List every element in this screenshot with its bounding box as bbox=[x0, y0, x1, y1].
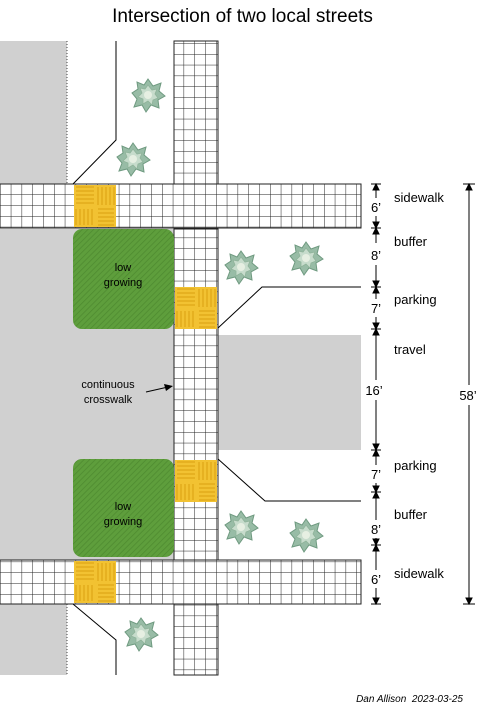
shrub-icon bbox=[289, 518, 324, 553]
shrub-icon bbox=[131, 78, 166, 113]
label-buffer-bottom: buffer bbox=[394, 507, 428, 522]
cross-street-upper bbox=[0, 41, 67, 184]
sidewalk-bottom bbox=[0, 559, 362, 605]
shrub-icon bbox=[116, 142, 151, 177]
tactile-pad-bottom-left bbox=[73, 560, 117, 604]
sidewalk-top bbox=[0, 183, 362, 229]
shrub-icon bbox=[289, 241, 324, 276]
tactile-pad-top-right bbox=[174, 286, 218, 330]
author-credit: Dan Allison 2023-03-25 bbox=[356, 694, 463, 705]
travel-lane bbox=[218, 335, 361, 450]
planter-top-label-1: low bbox=[115, 262, 132, 274]
dim-buffer-top: 8’ bbox=[371, 248, 381, 263]
diagram-title: Intersection of two local streets bbox=[112, 6, 373, 27]
continuous-crosswalk bbox=[173, 228, 219, 561]
label-parking-bottom: parking bbox=[394, 458, 437, 473]
dim-parking-bottom: 7’ bbox=[371, 467, 381, 482]
dim-travel: 16’ bbox=[365, 383, 382, 398]
cross-street-lower bbox=[0, 604, 67, 675]
planter-bottom bbox=[73, 459, 174, 557]
tactile-pad-bottom-right bbox=[174, 459, 218, 503]
dim-sidewalk-bottom: 6’ bbox=[371, 572, 381, 587]
dim-sidewalk-top: 6’ bbox=[371, 200, 381, 215]
tactile-pad-top-left bbox=[73, 184, 117, 228]
label-travel: travel bbox=[394, 342, 426, 357]
dim-total: 58’ bbox=[459, 388, 476, 403]
planter-top bbox=[73, 229, 174, 329]
planter-top-label-2: growing bbox=[104, 277, 143, 289]
dim-buffer-bottom: 8’ bbox=[371, 522, 381, 537]
planter-bottom-label-2: growing bbox=[104, 516, 143, 528]
label-sidewalk-top: sidewalk bbox=[394, 190, 444, 205]
label-sidewalk-bottom: sidewalk bbox=[394, 566, 444, 581]
shrub-icon bbox=[224, 250, 259, 285]
planter-bottom-label-1: low bbox=[115, 501, 132, 513]
label-buffer-top: buffer bbox=[394, 234, 428, 249]
shrub-icon bbox=[224, 510, 259, 545]
shrub-icon bbox=[124, 617, 159, 652]
crosswalk-label-1: continuous bbox=[81, 379, 135, 391]
dimension-lines bbox=[371, 182, 475, 606]
label-parking-top: parking bbox=[394, 292, 437, 307]
dim-parking-top: 7’ bbox=[371, 301, 381, 316]
crosswalk-label-2: crosswalk bbox=[84, 394, 133, 406]
